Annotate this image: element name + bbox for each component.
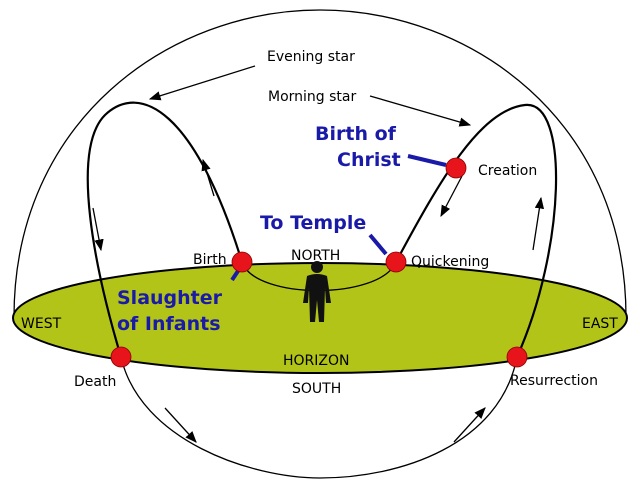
label-death: Death	[74, 374, 116, 390]
label-birth: Birth	[193, 252, 227, 268]
morning-star-loop	[395, 103, 558, 358]
annotation-birth-of-christ-2: Christ	[337, 149, 401, 171]
arrow-under-right	[453, 407, 486, 443]
point-resurrection	[506, 346, 528, 368]
arrow-evening-star	[148, 65, 256, 101]
point-quickening	[385, 251, 407, 273]
label-morning-star: Morning star	[268, 89, 356, 105]
point-birth	[231, 251, 253, 273]
underworld-path	[120, 356, 518, 479]
pointer-to-temple	[368, 233, 388, 256]
arrow-left-loop-down	[92, 207, 104, 252]
point-creation	[445, 157, 467, 179]
label-east: EAST	[582, 316, 618, 332]
label-horizon: HORIZON	[283, 353, 350, 369]
point-death	[110, 346, 132, 368]
annotation-slaughter-1: Slaughter	[117, 287, 223, 309]
pointer-birth-of-christ	[407, 154, 447, 167]
label-west: WEST	[21, 316, 62, 332]
label-quickening: Quickening	[411, 254, 489, 270]
observer-figure	[303, 261, 331, 322]
arrow-morning-star	[369, 95, 472, 127]
arrow-under-left	[164, 407, 197, 443]
arrow-right-loop-up	[532, 196, 545, 251]
label-south: SOUTH	[292, 381, 341, 397]
sky-dome	[13, 9, 627, 318]
evening-star-loop	[86, 101, 244, 358]
annotation-to-temple: To Temple	[260, 212, 366, 234]
label-resurrection: Resurrection	[510, 373, 598, 389]
annotation-slaughter-2: of Infants	[117, 313, 221, 335]
annotation-birth-of-christ-1: Birth of	[315, 123, 397, 145]
label-evening-star: Evening star	[267, 49, 355, 65]
arrow-right-loop-down	[440, 175, 463, 218]
label-north: NORTH	[291, 248, 340, 264]
label-creation: Creation	[478, 163, 537, 179]
arrow-left-loop-up	[201, 158, 215, 197]
